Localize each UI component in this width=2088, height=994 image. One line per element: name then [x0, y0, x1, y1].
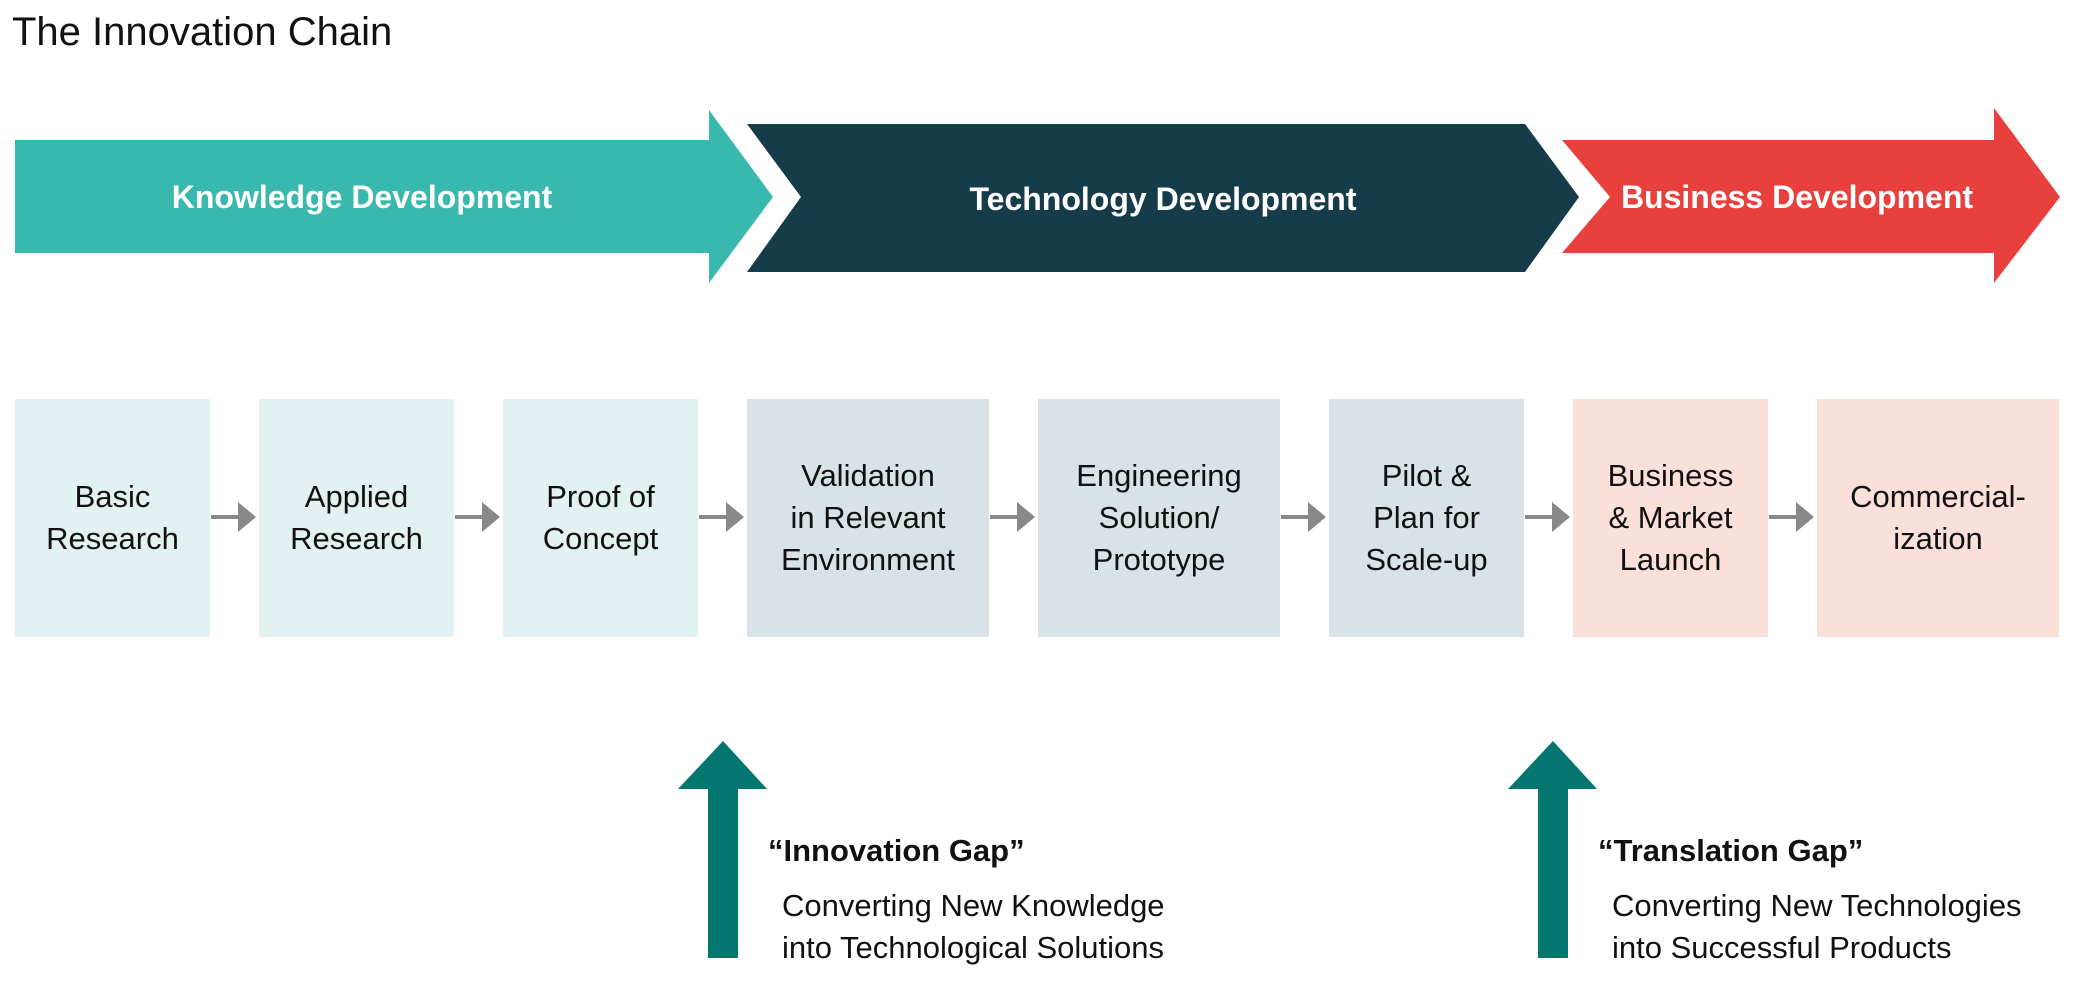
stage-business-market-launch: Business & Market Launch: [1573, 399, 1768, 637]
innovation-gap-description: Converting New Knowledge into Technologi…: [782, 888, 1165, 965]
translation-gap-title: “Translation Gap”: [1598, 833, 1864, 868]
translation-gap-description: Converting New Technologies into Success…: [1612, 888, 2022, 965]
connector-arrow-1: [211, 502, 256, 532]
connector-arrow-5: [1281, 502, 1326, 532]
knowledge-phase-arrow: [15, 110, 773, 283]
stage-engineering-solution: Engineering Solution/ Prototype: [1038, 399, 1280, 637]
innovation-gap-title: “Innovation Gap”: [768, 833, 1025, 868]
innovation-gap-arrow: [678, 741, 767, 958]
stage-pilot-plan: Pilot & Plan for Scale-up: [1329, 399, 1524, 637]
technology-phase-arrow: [747, 124, 1579, 272]
business-phase-label: Business Development: [1620, 179, 1974, 215]
stage-proof-of-concept: Proof of Concept: [503, 399, 698, 637]
connector-arrow-4: [990, 502, 1035, 532]
technology-phase-label: Technology Development: [969, 181, 1357, 217]
stage-applied-research: Applied Research: [259, 399, 454, 637]
knowledge-phase-label: Knowledge Development: [171, 179, 553, 215]
connector-arrow-2: [455, 502, 500, 532]
translation-gap-arrow: [1508, 741, 1597, 958]
title: The Innovation Chain: [12, 10, 393, 54]
connector-arrow-7: [1769, 502, 1814, 532]
stage-validation: Validation in Relevant Environment: [747, 399, 989, 637]
connector-arrow-3: [699, 502, 744, 532]
stage-basic-research: Basic Research: [15, 399, 210, 637]
stage-commercialization: Commercial- ization: [1817, 399, 2059, 637]
connector-arrow-6: [1525, 502, 1570, 532]
business-phase-arrow: [1562, 108, 2060, 283]
